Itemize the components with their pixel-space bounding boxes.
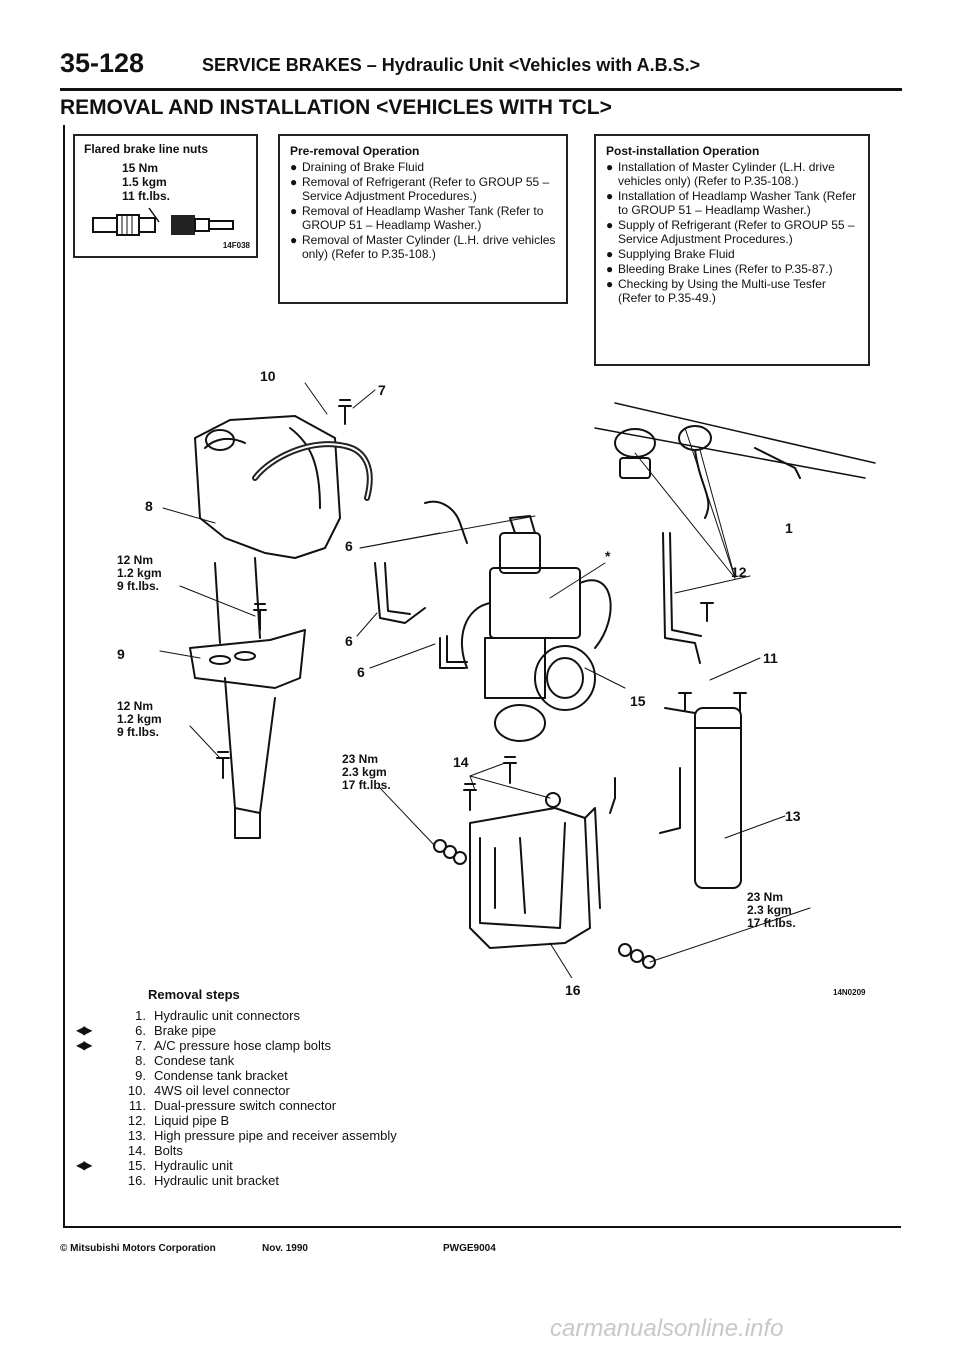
service-point-marker: ◀▶ [76,1038,93,1052]
post-installation-item: ●Installation of Master Cylinder (L.H. d… [606,160,835,188]
pre-removal-item: ●Removal of Headlamp Washer Tank (Refer … [290,204,544,232]
pre-removal-item: ●Draining of Brake Fluid [290,160,425,174]
pre-removal-box: Pre-removal Operation ●Draining of Brake… [278,134,568,304]
flare-box-title: Flared brake line nuts [84,142,209,156]
post-installation-box: Post-installation Operation ●Installatio… [594,134,870,366]
service-point-marker: ◀▶ [76,1023,93,1037]
callout-1: 1 [785,520,793,536]
callout-6: 6 [357,664,365,680]
removal-step: 13.High pressure pipe and receiver assem… [127,1128,397,1143]
callout-asterisk: * [605,548,611,564]
flare-nut-wrench-icon [92,207,234,236]
pre-removal-item: ●Removal of Master Cylinder (L.H. drive … [290,233,556,261]
page-header-title: SERVICE BRAKES – Hydraulic Unit <Vehicle… [202,55,701,75]
footer-code: PWGE9004 [443,1243,496,1254]
callout-14: 14 [453,754,469,770]
removal-steps-title: Removal steps [148,987,240,1002]
post-installation-item: ●Supplying Brake Fluid [606,247,735,261]
pre-removal-title: Pre-removal Operation [290,144,420,158]
removal-step: 14.Bolts [127,1143,183,1158]
callout-12: 12 [731,564,747,580]
removal-step: ◀▶15.Hydraulic unit [76,1158,233,1173]
post-installation-title: Post-installation Operation [606,144,760,158]
removal-step: 10.4WS oil level connector [127,1083,290,1098]
removal-step: 16.Hydraulic unit bracket [127,1173,279,1188]
removal-step: 9.Condense tank bracket [135,1068,288,1083]
footer-copyright: © Mitsubishi Motors Corporation [60,1243,216,1254]
flare-nut-torque-box: Flared brake line nuts 15 Nm 1.5 kgm 11 … [73,134,258,258]
callout-9: 9 [117,646,125,662]
removal-step: ◀▶6.Brake pipe [76,1023,217,1038]
hydraulic-unit-illustration [159,382,876,978]
callout-15: 15 [630,693,646,709]
callout-10: 10 [260,368,276,384]
callout-6: 6 [345,538,353,554]
post-installation-item: ●Installation of Headlamp Washer Tank (R… [606,189,857,217]
diagram-code: 14N0209 [833,988,866,997]
page-number: 35-128 [60,48,145,78]
removal-step: ◀▶7.A/C pressure hose clamp bolts [76,1038,332,1053]
removal-step: 1.Hydraulic unit connectors [135,1008,300,1023]
flare-box-code: 14F038 [222,241,250,250]
section-title: REMOVAL AND INSTALLATION <VEHICLES WITH … [60,96,612,119]
removal-step: 12.Liquid pipe B [127,1113,230,1128]
callout-7: 7 [378,382,386,398]
post-installation-item: ●Checking by Using the Multi-use Tesfer … [606,277,826,305]
callout-8: 8 [145,498,153,514]
left-margin-rule [63,125,65,1227]
footer-date: Nov. 1990 [262,1243,308,1254]
callout-13: 13 [785,808,801,824]
flare-torque-kgm: 1.5 kgm [122,175,167,189]
pre-removal-item: ●Removal of Refrigerant (Refer to GROUP … [290,175,550,203]
footer-rule [63,1226,901,1228]
header-rule [60,88,902,91]
post-installation-item: ●Bleeding Brake Lines (Refer to P.35-87.… [606,262,833,276]
flare-torque-ftlbs: 11 ft.lbs. [122,189,171,203]
callout-16: 16 [565,982,581,998]
callout-11: 11 [763,650,778,666]
service-point-marker: ◀▶ [76,1158,93,1172]
exploded-view-diagram: 10 7 8 6 6 6 * 1 12 9 11 15 14 13 16 12 … [95,368,895,998]
removal-steps-list: 1.Hydraulic unit connectors ◀▶6.Brake pi… [76,1008,410,1188]
callout-6: 6 [345,633,353,649]
post-installation-item: ●Supply of Refrigerant (Refer to GROUP 5… [606,218,855,246]
removal-step: 8.Condese tank [135,1053,235,1068]
removal-step: 11.Dual-pressure switch connector [128,1098,337,1113]
flare-torque-nm: 15 Nm [122,161,159,175]
watermark: carmanualsonline.info [550,1315,784,1342]
